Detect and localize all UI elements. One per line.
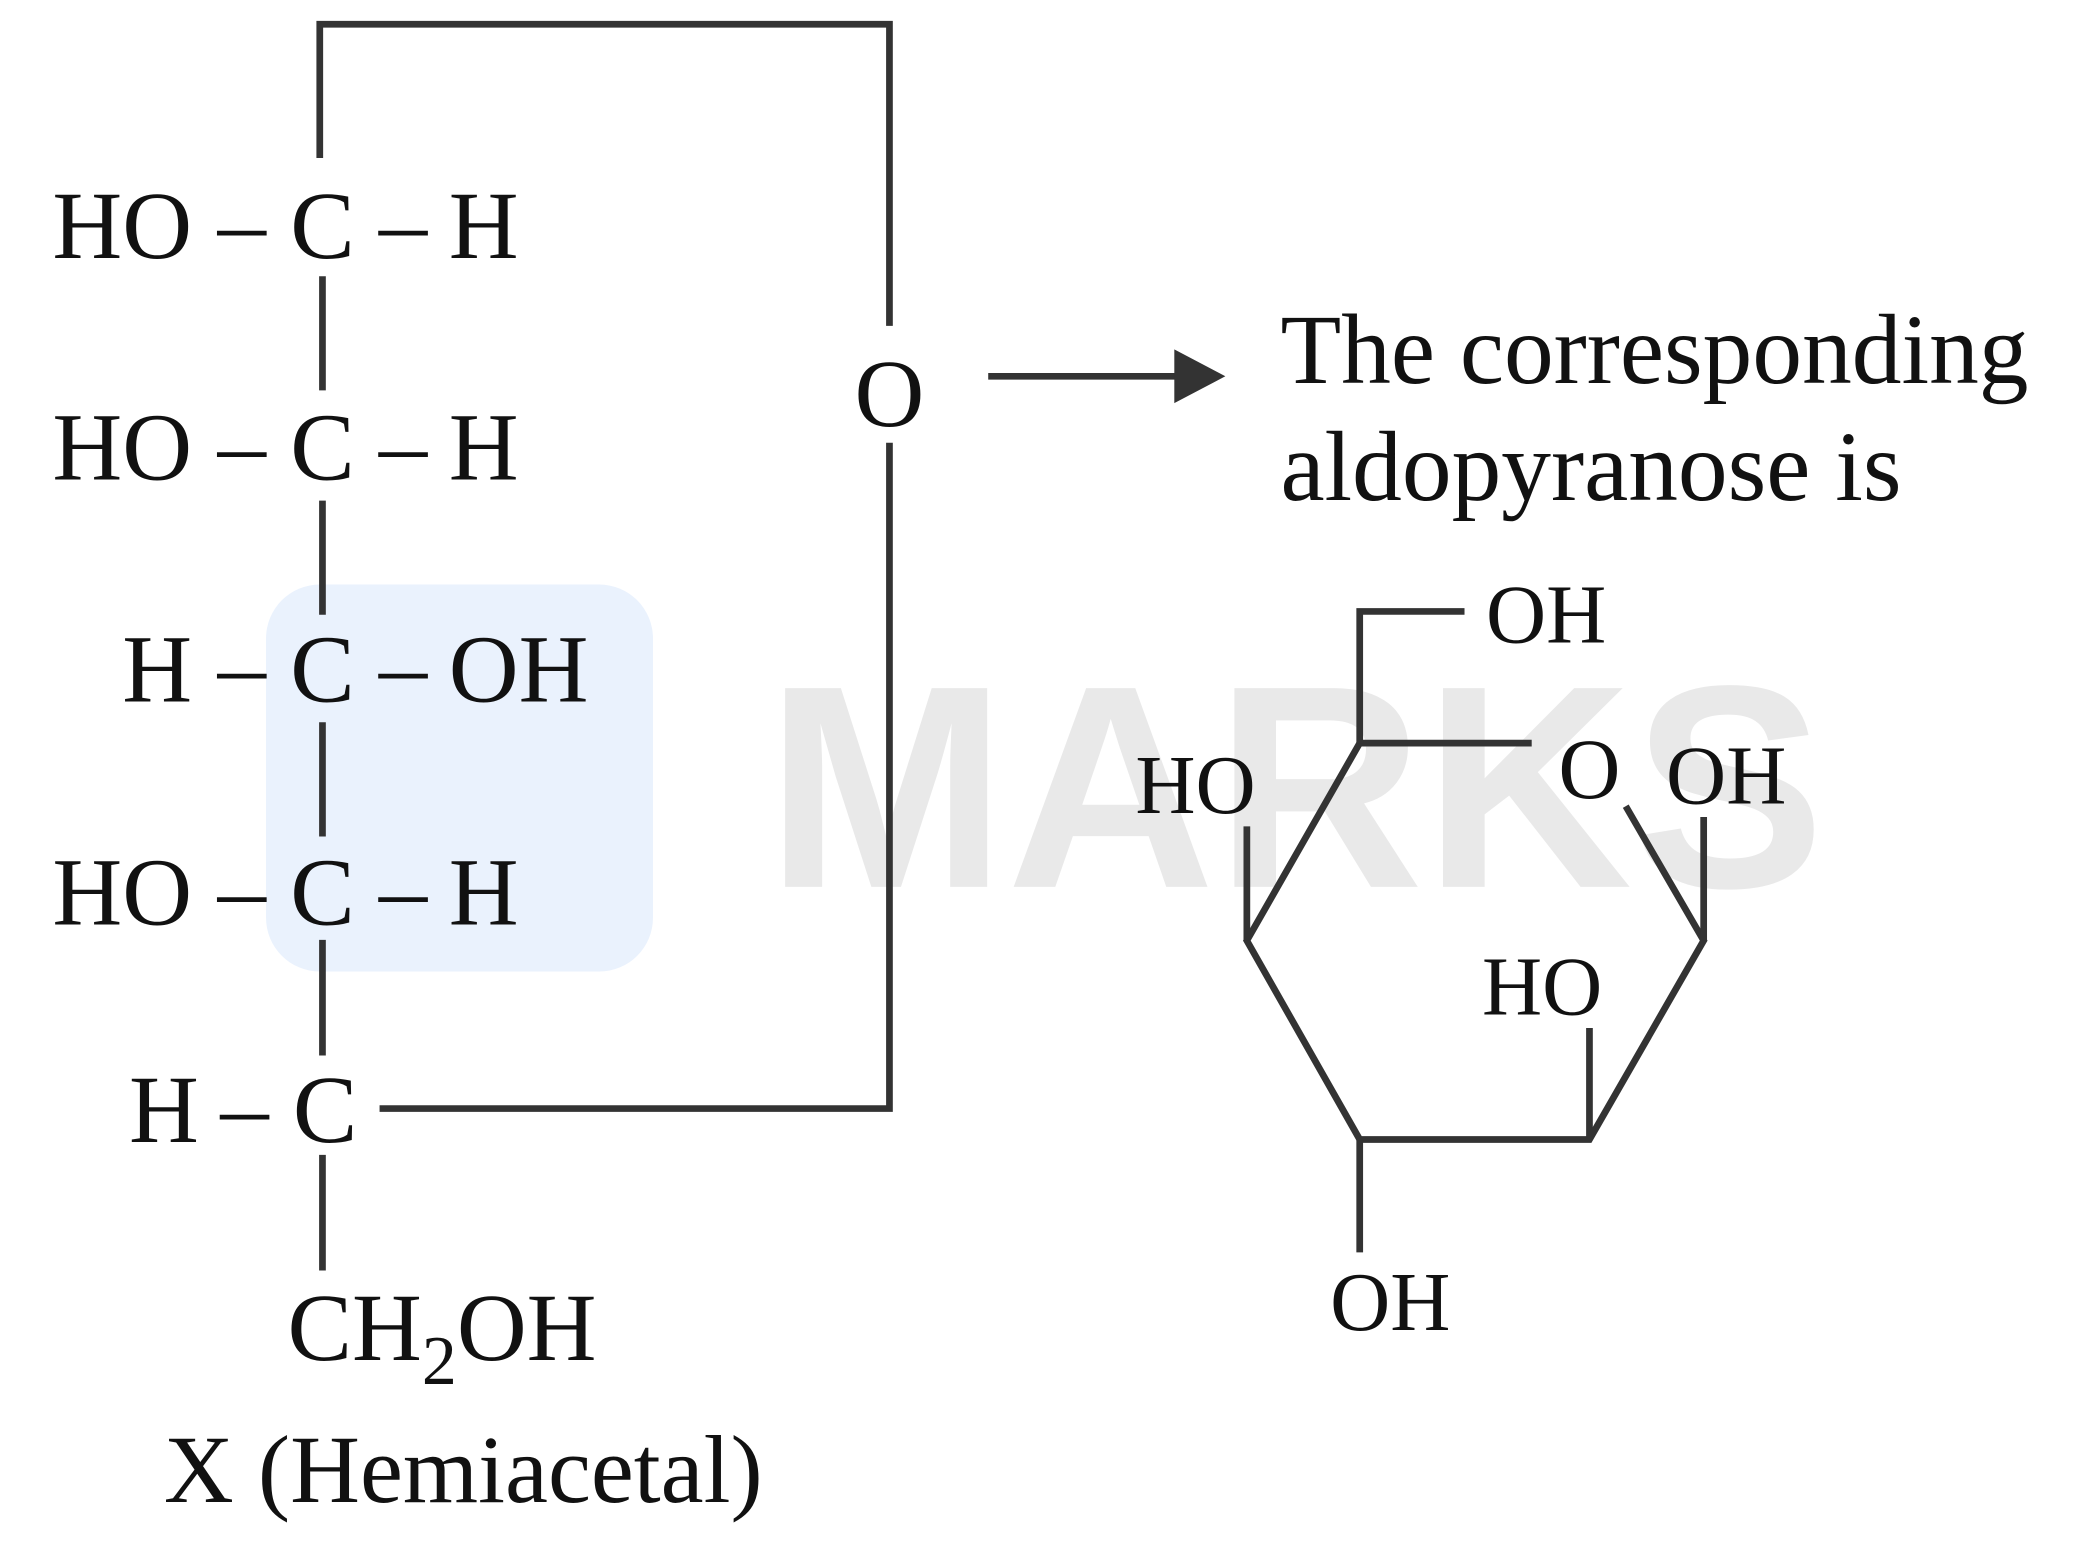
row3-carbon: C bbox=[290, 615, 355, 722]
row1-carbon: C bbox=[290, 172, 355, 279]
row3-right: OH bbox=[449, 615, 589, 722]
row3-left: H bbox=[122, 615, 192, 722]
watermark: MARKS bbox=[266, 584, 1825, 972]
ring-bond-bottom bbox=[379, 442, 893, 1112]
dash: – bbox=[378, 169, 429, 276]
dash: – bbox=[219, 1053, 270, 1160]
c2-ho: HO bbox=[1482, 942, 1602, 1034]
arrow-head-icon bbox=[1174, 349, 1226, 404]
description-line1: The corresponding bbox=[1280, 294, 2028, 405]
dash: – bbox=[217, 836, 268, 943]
c6-oh: OH bbox=[1486, 569, 1606, 661]
row2-right: H bbox=[449, 394, 519, 501]
c3-oh: OH bbox=[1330, 1257, 1450, 1349]
row4-carbon: C bbox=[290, 838, 355, 945]
c4-ho: HO bbox=[1135, 740, 1255, 832]
row2-left: HO bbox=[52, 394, 192, 501]
row2-carbon: C bbox=[290, 394, 355, 501]
ch2oh-group: CH2OH bbox=[288, 1274, 597, 1400]
dash: – bbox=[378, 391, 429, 498]
row5-carbon: C bbox=[293, 1056, 358, 1163]
fischer-projection: O HO – C – H HO – C – H H – C – OH HO – … bbox=[52, 20, 925, 1523]
watermark-logo bbox=[266, 584, 653, 972]
description-line2: aldopyranose is bbox=[1280, 411, 1901, 522]
c1-oh: OH bbox=[1666, 731, 1786, 823]
dash: – bbox=[217, 169, 268, 276]
dash: – bbox=[217, 613, 268, 720]
reaction-arrow bbox=[988, 349, 1226, 404]
dash: – bbox=[378, 613, 429, 720]
hemiacetal-caption: X (Hemiacetal) bbox=[164, 1416, 763, 1523]
aldopyranose-structure: O OH HO OH HO OH bbox=[1135, 569, 1786, 1349]
row5-left: H bbox=[129, 1056, 199, 1163]
c6-bond bbox=[1356, 608, 1465, 744]
row4-left: HO bbox=[52, 838, 192, 945]
row1-right: H bbox=[449, 172, 519, 279]
row4-right: H bbox=[449, 838, 519, 945]
watermark-text: MARKS bbox=[766, 626, 1825, 949]
pyranose-ring-oxygen: O bbox=[1558, 721, 1620, 817]
dash: – bbox=[217, 391, 268, 498]
row1-left: HO bbox=[52, 172, 192, 279]
dash: – bbox=[378, 836, 429, 943]
ring-bond-top bbox=[316, 20, 893, 326]
fischer-ring-oxygen: O bbox=[855, 340, 925, 447]
